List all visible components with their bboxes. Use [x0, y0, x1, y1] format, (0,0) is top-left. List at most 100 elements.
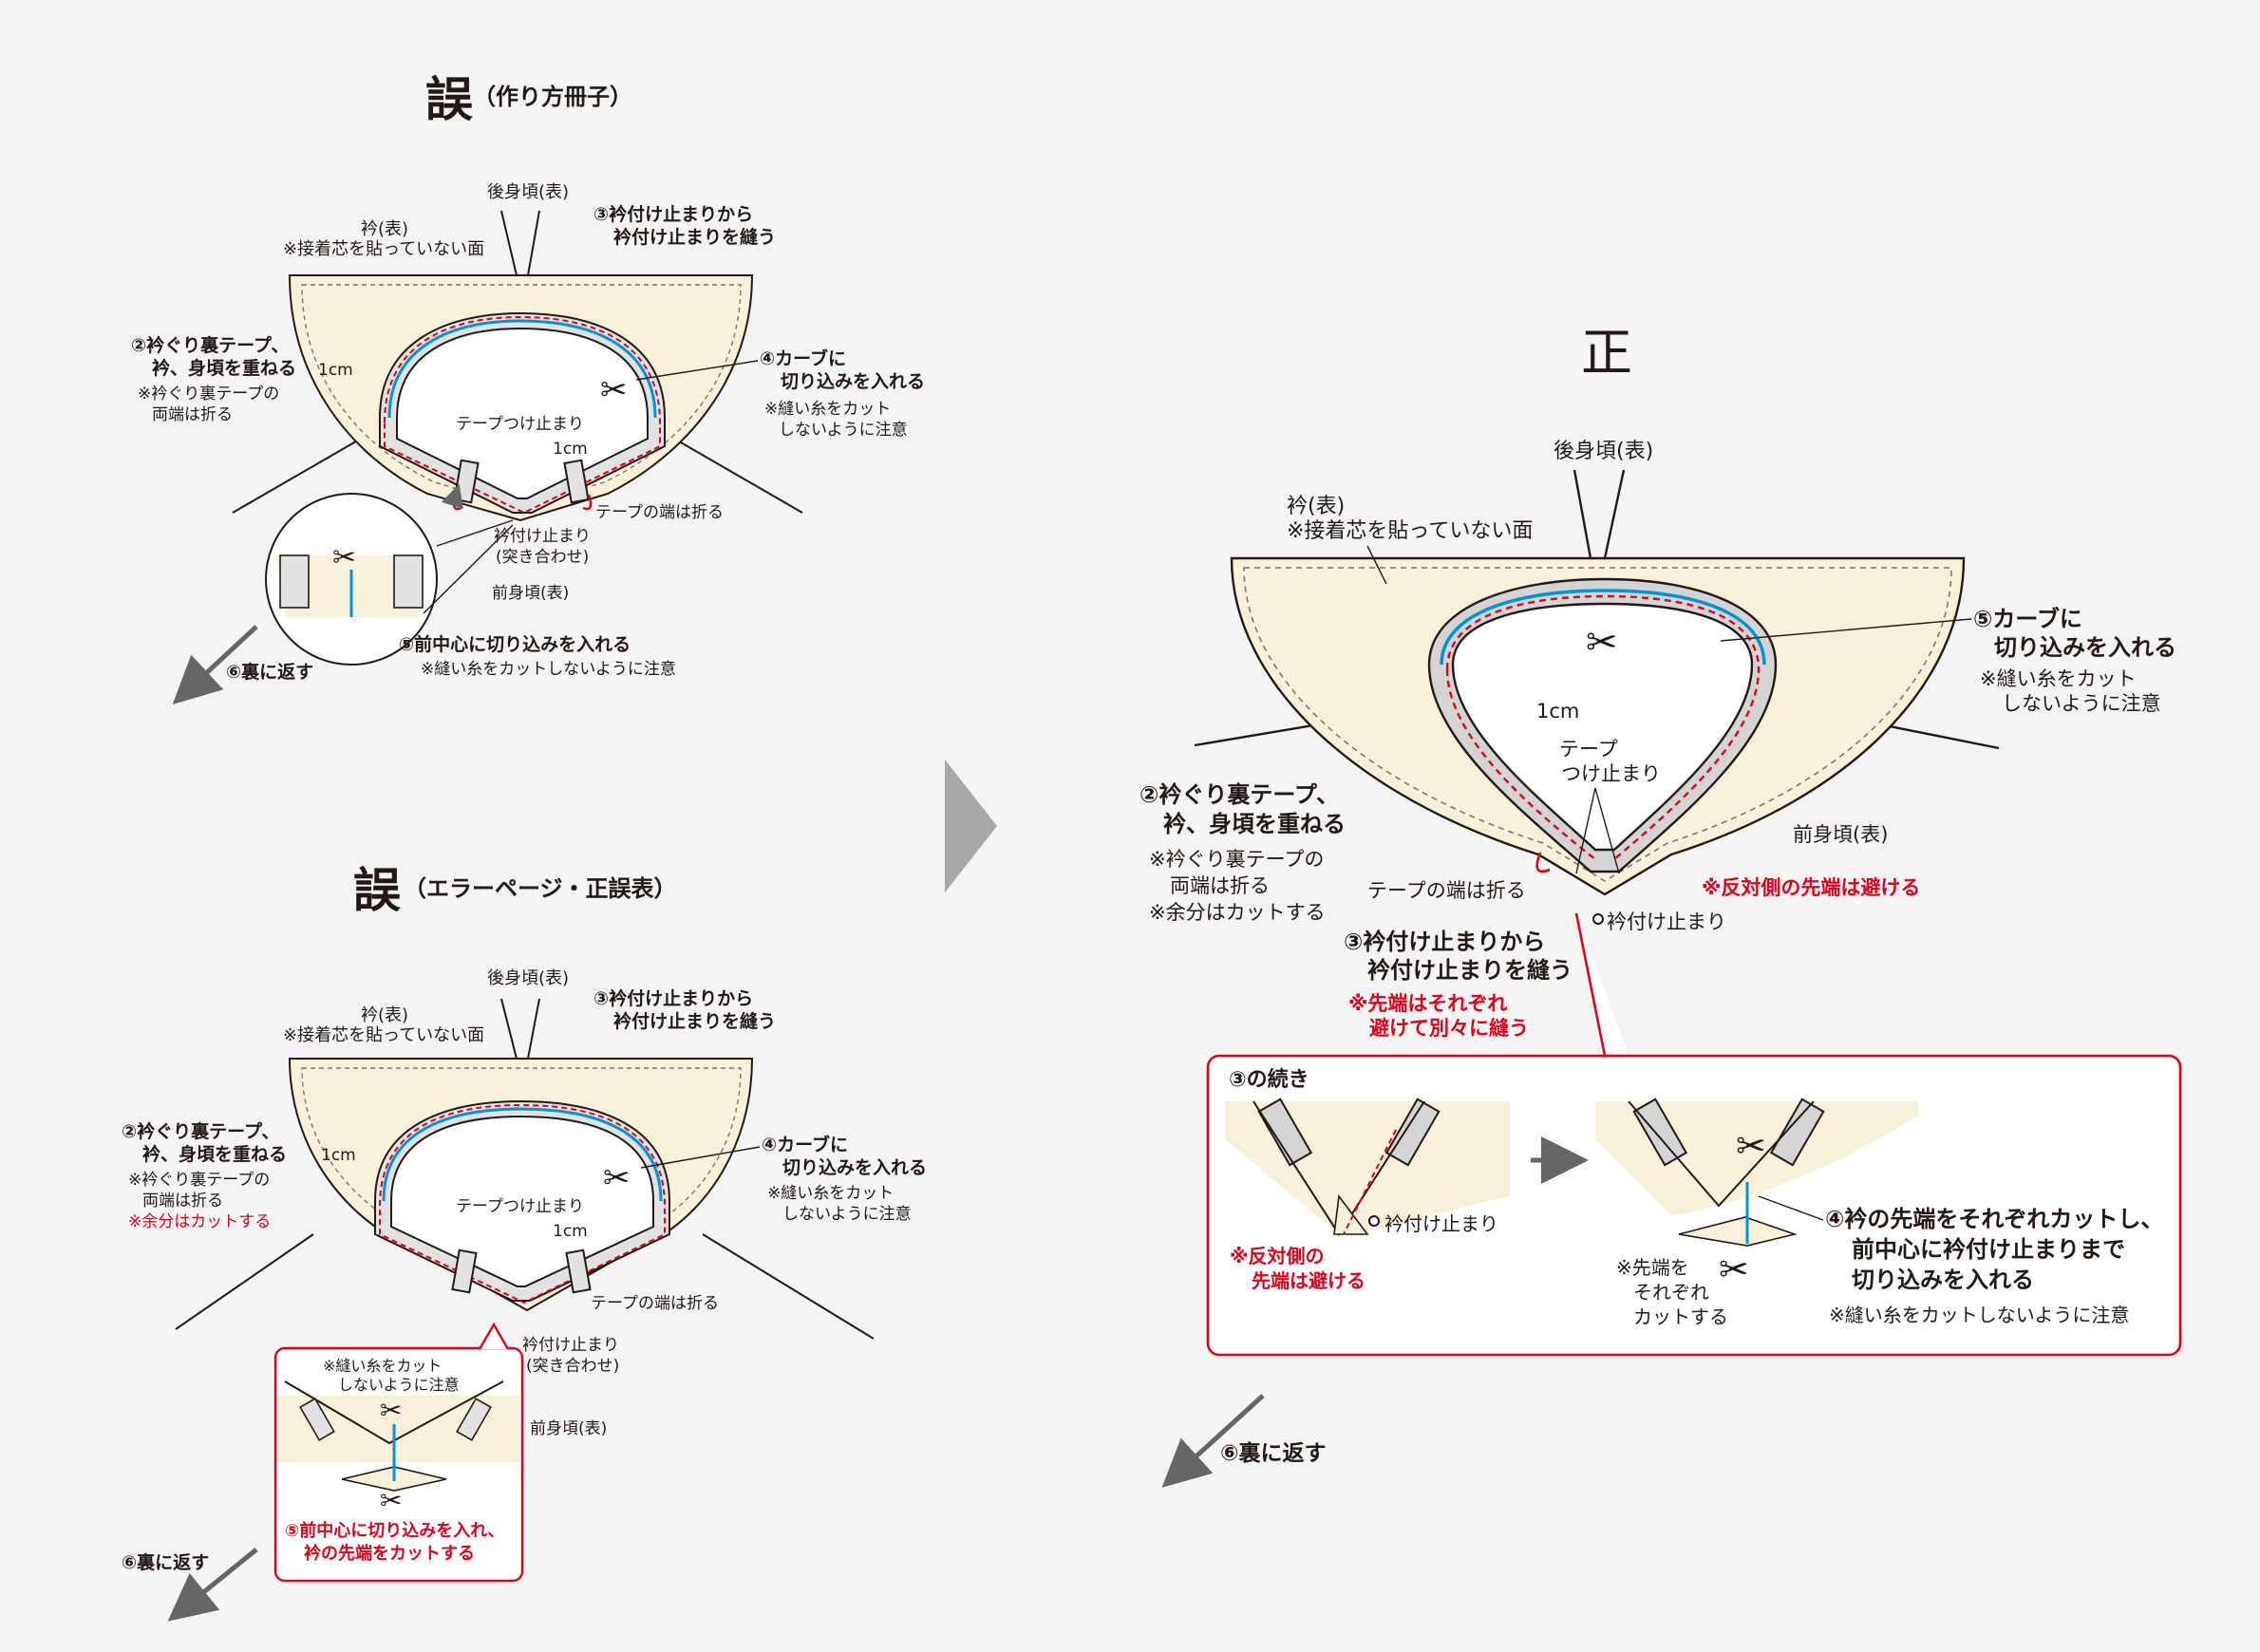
step6-1: ⑥裏に返す [226, 661, 313, 683]
label-tape-stop-1: テープつけ止まり [456, 415, 584, 434]
label-front-1: 前身頃(表) [492, 584, 569, 603]
step5-1-note: ※縫い糸をカットしないように注意 [421, 660, 676, 679]
inset-note1: ※縫い糸をカット [323, 1357, 442, 1375]
label-tape-end-3: テープの端は折る [1367, 879, 1526, 902]
step2-1-line1: ②衿ぐり裏テープ、 [131, 334, 289, 356]
label-collar-stop-2b: (突き合わせ) [526, 1357, 619, 1376]
scissors-icon: ✂ [600, 371, 628, 409]
turn-over-arrow [1161, 1394, 1265, 1488]
title-wrong-2-sub: （エラーページ・正誤表） [404, 875, 677, 902]
label-tape-end-1: テープの端は折る [595, 503, 724, 522]
label-back-1: 後身頃(表) [487, 182, 569, 202]
stitch-blue [387, 319, 657, 419]
label-back-2: 後身頃(表) [487, 968, 569, 988]
step5-3-line2: 切り込みを入れる [1994, 634, 2176, 661]
red-note-3b: 避けて別々に縫う [1369, 1017, 1529, 1040]
label-1cm-2a: 1cm [321, 1146, 356, 1165]
neck-opening [396, 327, 649, 499]
label-collar-1: 衿(表) [361, 219, 408, 239]
red-avoid-3: ※反対側の先端は避ける [1702, 876, 1920, 899]
panel-correct: 正 ✂ 後身頃(表) 衿(表) ※接着芯を貼っていない面 ⑤カーブに 切り込みを… [1139, 323, 2182, 1488]
red-note-3a: ※先端はそれぞれ [1348, 992, 1507, 1015]
step2-3-line2: 衿、身頃を重ねる [1163, 811, 1346, 837]
label-tape-stop-2: テープつけ止まり [456, 1197, 584, 1216]
box-title: ③の続き [1229, 1067, 1309, 1092]
step4-1-note2: しないように注意 [779, 421, 908, 440]
step4-3-line2: 前中心に衿付け止まりまで [1852, 1236, 2125, 1263]
panel-wrong-errata: 誤 （エラーページ・正誤表） ✂ 後身頃(表) 衿(表) ※接着芯を貼っていない… [122, 863, 927, 1622]
label-1cm-2b: 1cm [553, 1222, 588, 1241]
scissors-icon: ✂ [1586, 621, 1618, 665]
step4-2-note1: ※縫い糸をカット [767, 1184, 894, 1203]
step3-3-line1: ③衿付け止まりから [1344, 929, 1545, 955]
step6-2: ⑥裏に返す [122, 1551, 209, 1573]
label-front-2: 前身頃(表) [530, 1419, 607, 1438]
label-collar-note-1: ※接着芯を貼っていない面 [283, 239, 484, 259]
box-tip2: それぞれ [1633, 1281, 1709, 1304]
step5-3-line1: ⑤カーブに [1973, 606, 2082, 632]
step2-3-note3: ※余分はカットする [1149, 901, 1326, 924]
label-1cm-1b: 1cm [553, 440, 588, 459]
label-collar-stop-1b: (突き合わせ) [496, 548, 589, 567]
step3-2-line1: ③衿付け止まりから [593, 987, 753, 1009]
step4-2-line2: 切り込みを入れる [782, 1157, 927, 1178]
inset-note2: しないように注意 [338, 1376, 460, 1394]
step3-1-line2: 衿付け止まりを縫う [613, 226, 776, 248]
inset-step5-line1: ⑤前中心に切り込みを入れ、 [285, 1520, 504, 1541]
step4-1-line2: 切り込みを入れる [781, 371, 925, 392]
label-tape-stop-3a: テープ [1559, 738, 1618, 760]
title-wrong-1-main: 誤 [425, 72, 473, 127]
step3-1-line1: ③衿付け止まりから [593, 203, 753, 225]
box-red2: 先端は避ける [1252, 1269, 1365, 1292]
label-collar-stop-3: 衿付け止まり [1607, 910, 1726, 933]
box-red1: ※反対側の [1230, 1245, 1324, 1267]
step3-2-line2: 衿付け止まりを縫う [613, 1010, 776, 1032]
step5-3-note1: ※縫い糸をカット [1980, 667, 2137, 690]
title-wrong-1-sub: （作り方冊子） [473, 84, 632, 110]
transition-arrow [945, 760, 997, 892]
neck-opening [1451, 602, 1754, 852]
scissors-icon: ✂ [1719, 1248, 1749, 1290]
neck-opening [390, 1115, 654, 1287]
turn-over-arrow [172, 625, 258, 705]
step2-3-note2: 両端は折る [1170, 874, 1270, 897]
scissors-icon: ✂ [603, 1159, 631, 1197]
title-correct: 正 [1581, 323, 1632, 383]
step2-1-line2: 衿、身頃を重ねる [152, 357, 296, 379]
label-tape-end-2: テープの端は折る [591, 1294, 719, 1313]
step4-3-line3: 切り込みを入れる [1852, 1267, 2034, 1293]
step2-3-note1: ※衿ぐり裏テープの [1149, 848, 1324, 871]
step2-1-note1: ※衿ぐり裏テープの [138, 384, 279, 404]
step3-3-line2: 衿付け止まりを縫う [1367, 957, 1573, 984]
label-collar-stop-2a: 衿付け止まり [522, 1336, 619, 1355]
scissors-icon: ✂ [380, 1395, 402, 1426]
step2-2-note2: 両端は折る [142, 1192, 223, 1211]
step2-2-note3: ※余分はカットする [128, 1212, 271, 1231]
box-tip1: ※先端を [1616, 1256, 1689, 1279]
label-tape-stop-3b: つけ止まり [1561, 762, 1661, 785]
label-1cm-3: 1cm [1536, 700, 1579, 723]
inset-step5-line2: 衿の先端をカットする [304, 1543, 475, 1564]
label-back-3: 後身頃(表) [1554, 440, 1653, 463]
box-collar-stop: 衿付け止まり [1384, 1212, 1498, 1235]
step4-2-note2: しないように注意 [782, 1205, 912, 1224]
label-front-3: 前身頃(表) [1793, 823, 1888, 846]
label-collar-note-3: ※接着芯を貼っていない面 [1287, 519, 1533, 543]
scissors-icon: ✂ [1736, 1125, 1766, 1167]
step2-1-note2: 両端は折る [152, 405, 233, 424]
step4-3-line1: ④衿の先端をそれぞれカットし、 [1825, 1206, 2163, 1232]
scissors-icon: ✂ [332, 541, 356, 574]
step5-1-line: ⑤前中心に切り込みを入れる [399, 633, 631, 655]
label-collar-3: 衿(表) [1287, 495, 1345, 518]
label-collar-stop-1a: 衿付け止まり [494, 527, 591, 546]
step4-1-note1: ※縫い糸をカット [764, 400, 891, 419]
collar-stop-marker [1592, 913, 1604, 925]
step4-3-note: ※縫い糸をカットしないように注意 [1829, 1304, 2129, 1326]
step6-3: ⑥裏に返す [1220, 1440, 1326, 1466]
scissors-icon: ✂ [380, 1485, 402, 1516]
step2-2-note1: ※衿ぐり裏テープの [128, 1170, 270, 1190]
step4-1-line1: ④カーブに [760, 347, 846, 369]
turn-over-arrow [167, 1548, 258, 1622]
box-tip3: カットする [1633, 1305, 1728, 1328]
